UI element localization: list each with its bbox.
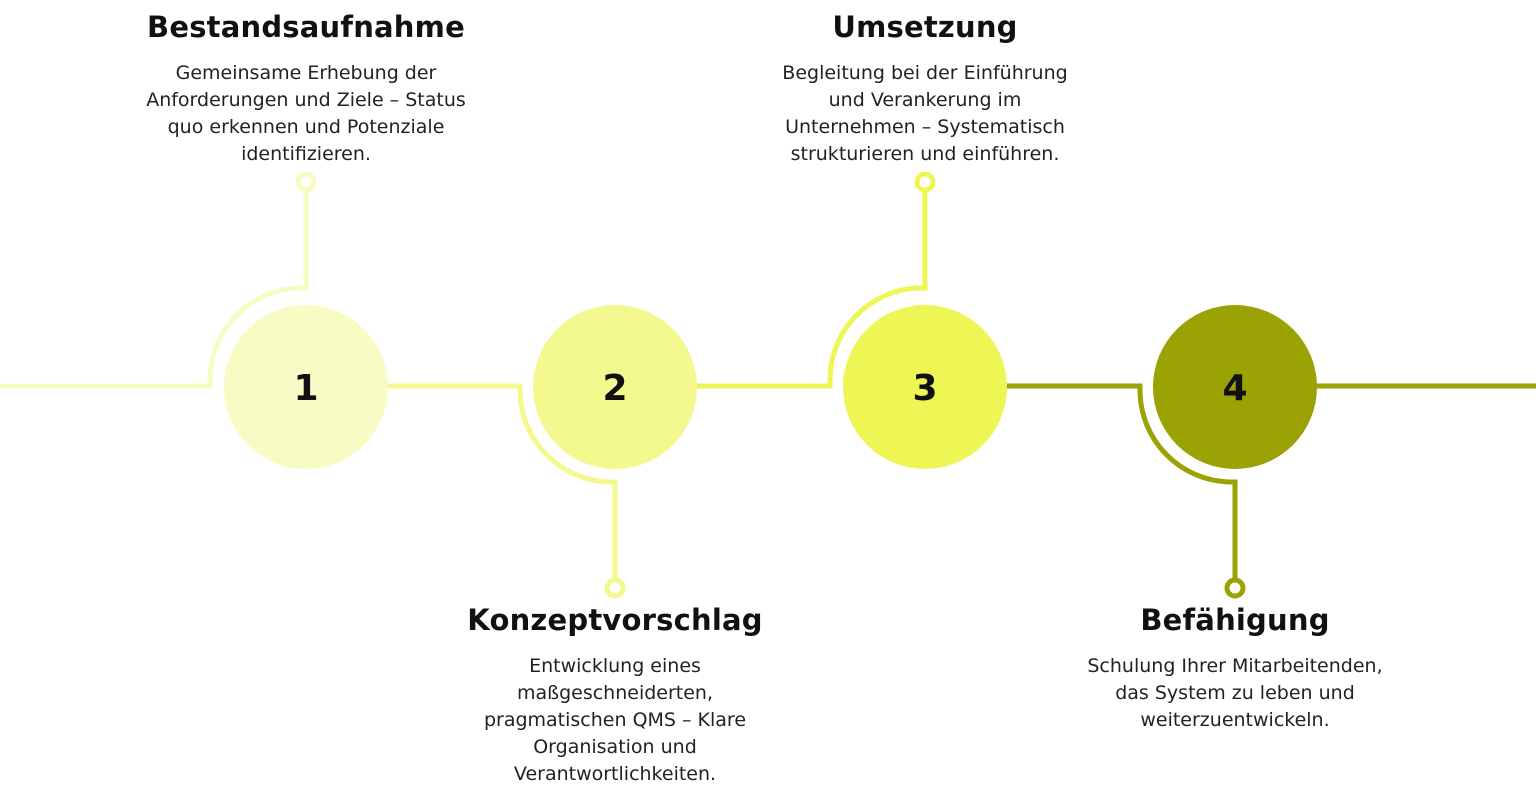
step-3-text: Umsetzung Begleitung bei der Einführung … bbox=[765, 10, 1085, 168]
step-4-connector bbox=[1137, 383, 1246, 599]
step-4-number: 4 bbox=[1222, 368, 1247, 409]
step-4-text: Befähigung Schulung Ihrer Mitarbeitenden… bbox=[1075, 603, 1395, 734]
step-4-title: Befähigung bbox=[1140, 603, 1330, 637]
step-3-circle bbox=[843, 305, 1007, 469]
step-1-description: Gemeinsame Erhebung der Anforderungen un… bbox=[146, 62, 466, 165]
step-3-description: Begleitung bei der Einführung und Verank… bbox=[782, 62, 1068, 165]
step-4-circle bbox=[1153, 305, 1317, 469]
step-1-number: 1 bbox=[293, 368, 318, 409]
step-2-title: Konzeptvorschlag bbox=[467, 603, 763, 637]
step-4-description: Schulung Ihrer Mitarbeitenden, das Syste… bbox=[1087, 655, 1383, 731]
step-3-connector bbox=[826, 171, 936, 389]
step-3-number: 3 bbox=[912, 368, 937, 409]
step-1-text: Bestandsaufnahme Gemeinsame Erhebung der… bbox=[146, 10, 466, 168]
step-1-circle bbox=[224, 305, 388, 469]
step-1-connector bbox=[206, 171, 317, 389]
step-2-description: Entwicklung eines maßgeschneiderten, pra… bbox=[483, 655, 747, 785]
step-1-title: Bestandsaufnahme bbox=[147, 10, 465, 44]
step-2-circle bbox=[533, 305, 697, 469]
step-2-number: 2 bbox=[602, 368, 627, 409]
step-2-text: Konzeptvorschlag Entwicklung eines maßge… bbox=[455, 603, 775, 788]
step-3-title: Umsetzung bbox=[832, 10, 1018, 44]
step-2-connector bbox=[517, 383, 626, 599]
